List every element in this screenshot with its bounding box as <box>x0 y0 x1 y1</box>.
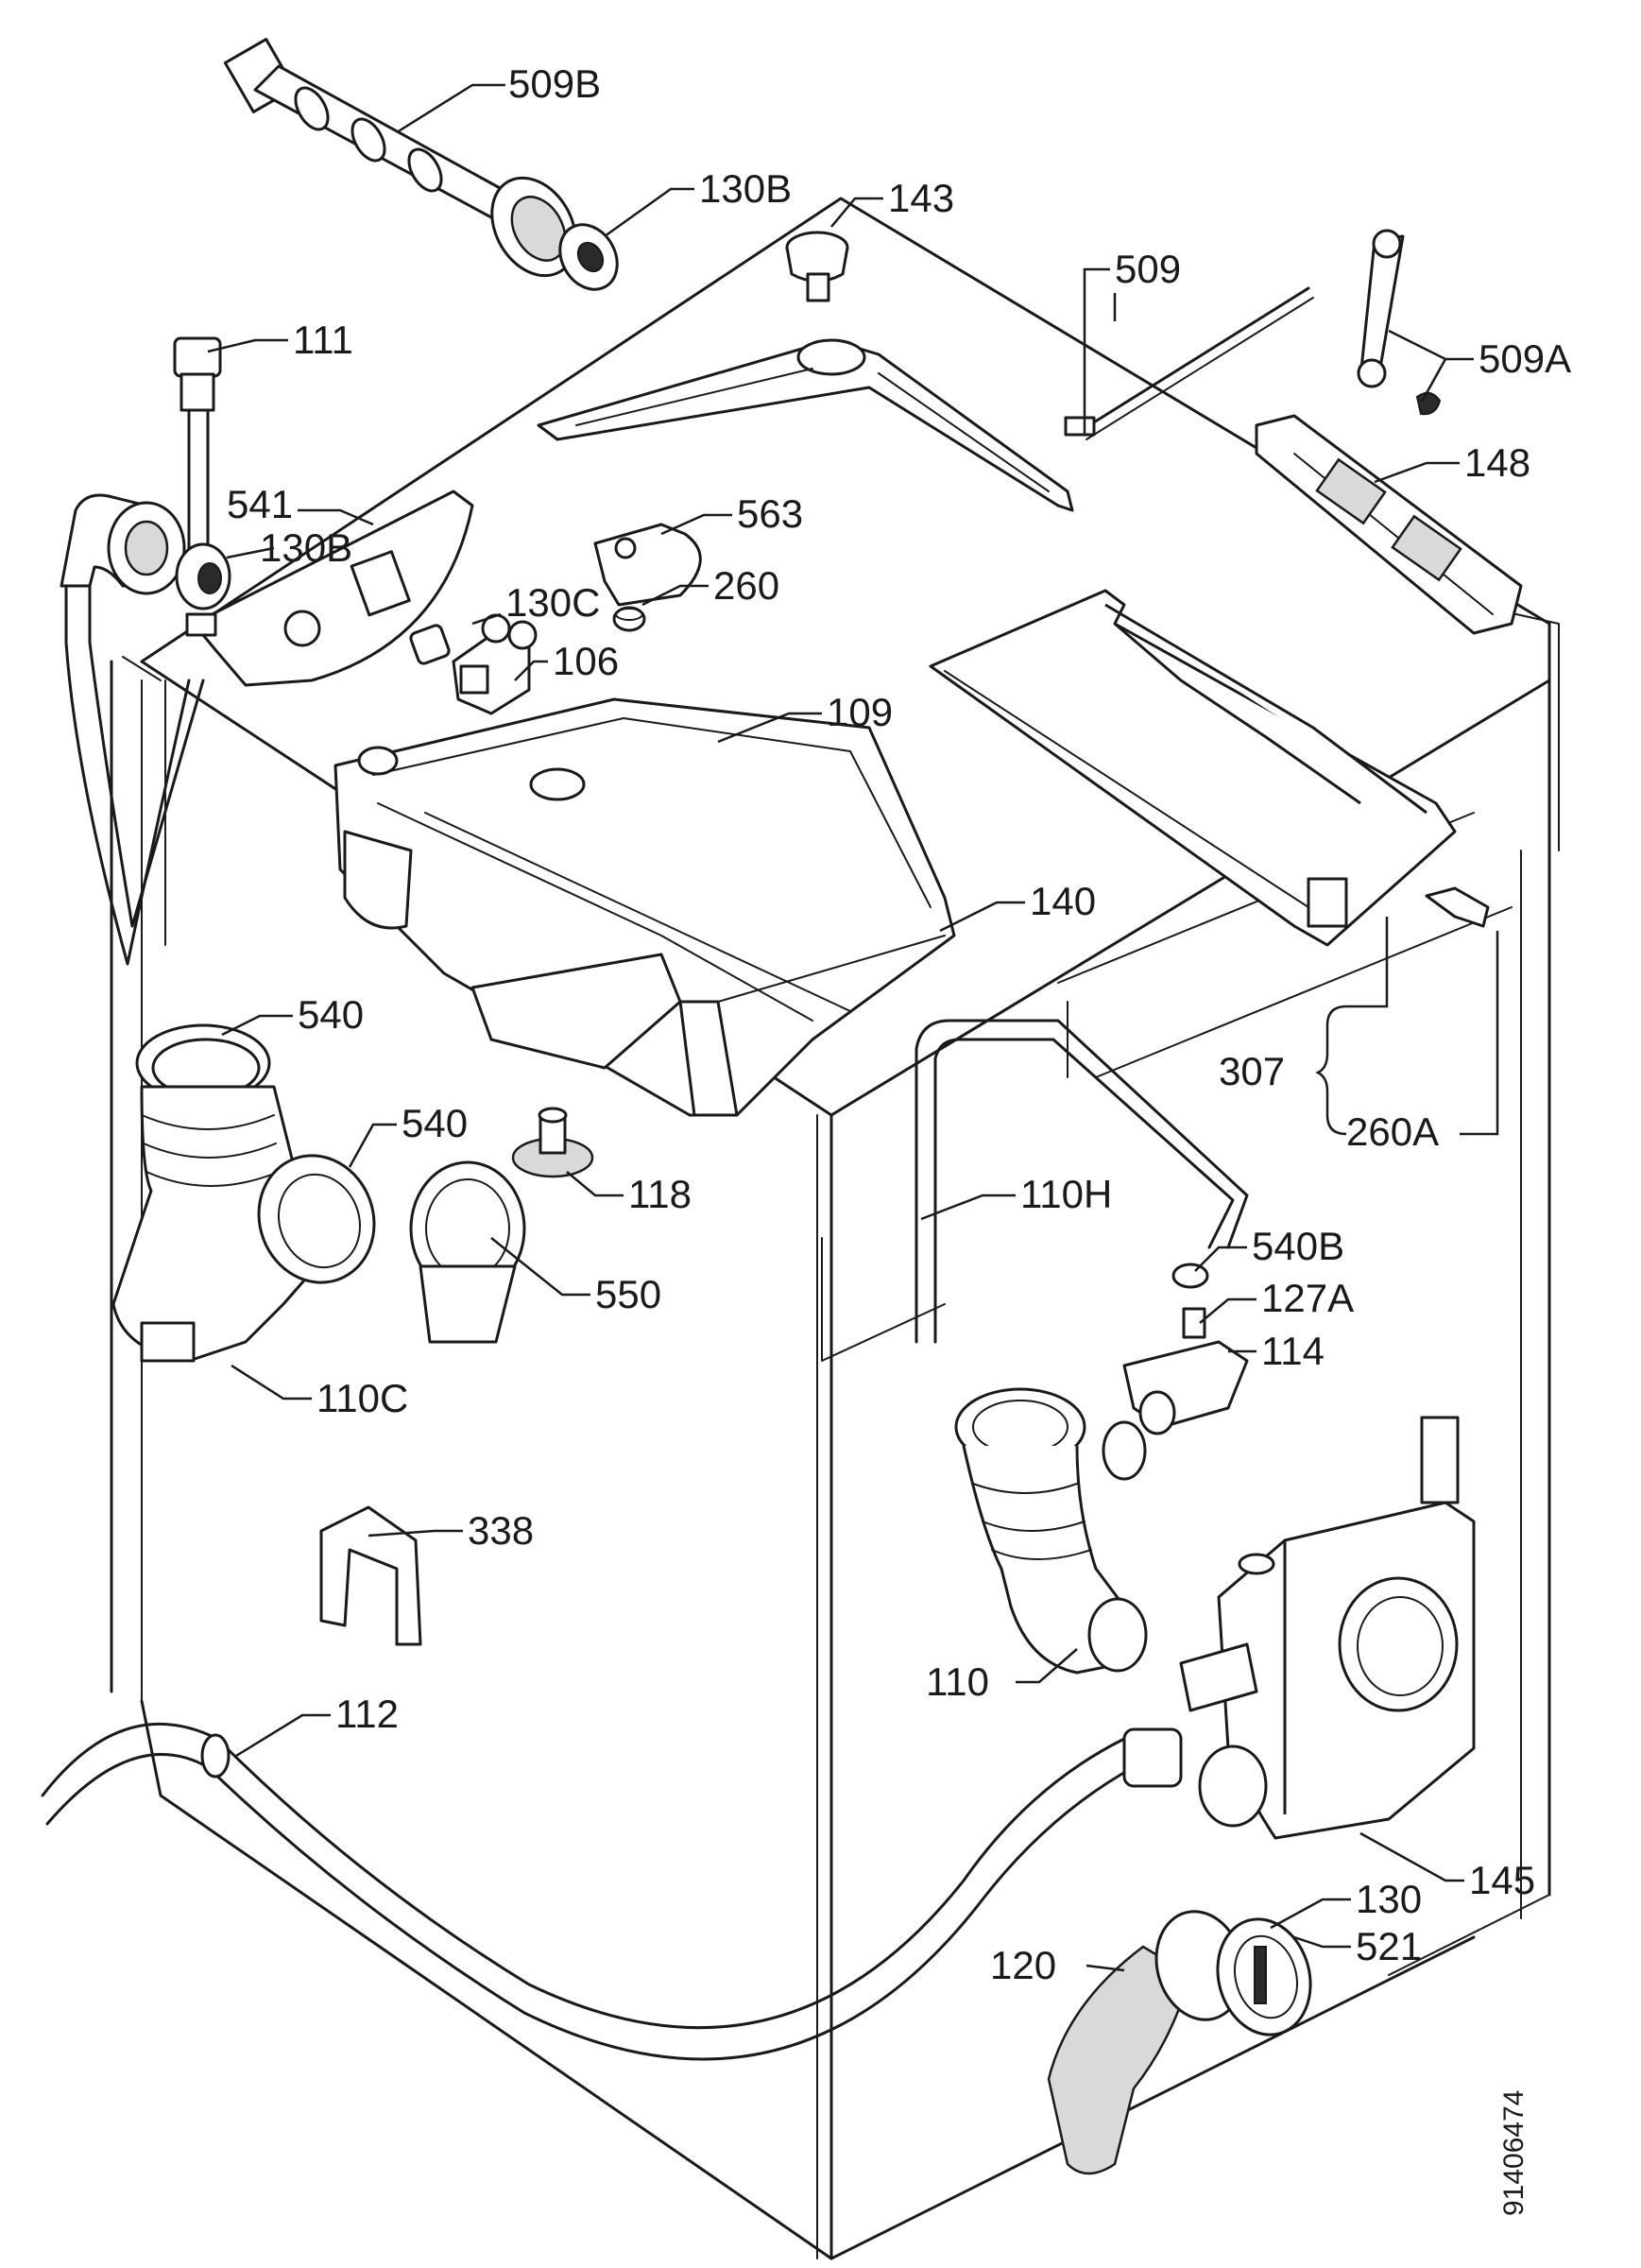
label-338: 338 <box>468 1508 534 1553</box>
label-109: 109 <box>827 690 893 734</box>
part-110c-bellows <box>111 1023 376 1363</box>
drawing-code: 91406474 <box>1498 2090 1530 2216</box>
part-338-hose-guide <box>319 1505 422 1646</box>
label-110: 110 <box>926 1659 989 1704</box>
part-541-bracket <box>185 490 474 687</box>
label-540-mid: 540 <box>402 1101 468 1145</box>
label-114: 114 <box>1261 1329 1325 1373</box>
label-145: 145 <box>1469 1858 1535 1902</box>
part-110h-hose <box>915 1019 1249 1344</box>
part-143-knob <box>785 231 849 302</box>
part-elbow-hose-left <box>60 493 205 966</box>
label-521: 521 <box>1356 1924 1422 1968</box>
label-140: 140 <box>1030 879 1096 923</box>
label-110h: 110H <box>1020 1172 1112 1216</box>
label-509a: 509A <box>1479 336 1571 381</box>
label-120: 120 <box>990 1943 1056 1987</box>
part-120-130-521-filter <box>1047 1910 1312 2175</box>
part-540b-127a-114 <box>1122 1263 1249 1435</box>
part-509a-lever <box>1357 229 1442 416</box>
part-260-spring <box>612 606 646 632</box>
label-148: 148 <box>1464 440 1530 485</box>
label-307: 307 <box>1219 1049 1285 1093</box>
label-260a: 260A <box>1346 1109 1439 1154</box>
part-148-cover <box>1255 414 1523 635</box>
part-509b-inlet-hose <box>223 38 577 278</box>
label-563: 563 <box>737 491 803 536</box>
part-145-pump-housing <box>1179 1416 1476 1840</box>
label-111: 111 <box>293 318 353 362</box>
label-550: 550 <box>595 1272 661 1316</box>
label-130: 130 <box>1356 1877 1422 1921</box>
label-509: 509 <box>1115 247 1181 291</box>
part-550-clip <box>409 1160 526 1344</box>
part-109-dispenser-housing <box>333 697 956 1117</box>
label-509b: 509B <box>508 61 601 106</box>
part-509-lever <box>537 286 1314 512</box>
part-111-hose <box>173 336 222 550</box>
part-110-bellows <box>954 1387 1148 1675</box>
cabinet-outline <box>110 197 1560 2260</box>
part-307-drawer <box>929 589 1457 947</box>
part-563-cover <box>593 523 702 607</box>
label-127a: 127A <box>1261 1276 1354 1320</box>
part-130b-ring-mid <box>175 542 231 610</box>
label-540b: 540B <box>1252 1224 1344 1268</box>
label-106: 106 <box>553 639 619 683</box>
part-130b-ring-top <box>558 223 619 291</box>
label-112: 112 <box>335 1692 399 1736</box>
label-541: 541 <box>227 482 293 526</box>
label-130c: 130C <box>505 580 600 625</box>
label-540-top: 540 <box>298 992 364 1037</box>
label-130b-mid: 130B <box>260 525 352 570</box>
label-260: 260 <box>713 563 779 608</box>
part-labels: 509B 130B 143 111 509 509A 148 541 130B … <box>227 61 1571 2216</box>
part-260a-clip <box>1425 886 1490 928</box>
part-130c-106-valve <box>409 613 538 715</box>
label-130b-top: 130B <box>699 166 792 211</box>
label-118: 118 <box>628 1172 692 1216</box>
part-118-pinion <box>511 1107 594 1178</box>
part-112-drain-hose <box>41 1722 1183 2061</box>
label-143: 143 <box>888 176 954 220</box>
label-110c: 110C <box>316 1376 408 1420</box>
leader-lines <box>207 83 1499 1972</box>
